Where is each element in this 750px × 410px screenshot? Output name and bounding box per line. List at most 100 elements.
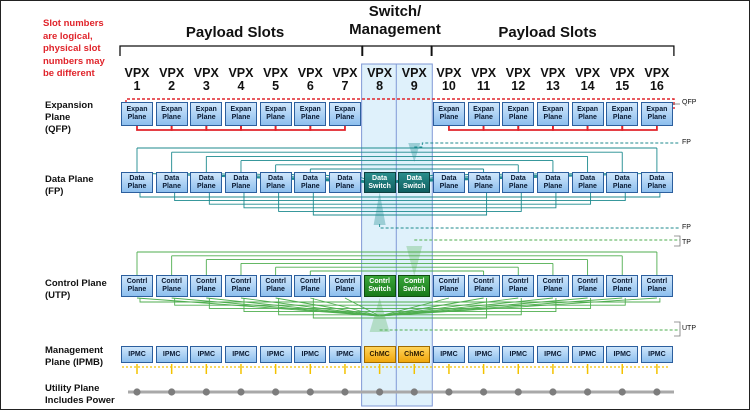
ipmc-module: IPMC xyxy=(259,346,292,363)
title-line: Switch/ xyxy=(368,3,422,20)
qfp-link xyxy=(274,126,312,131)
qfp-link xyxy=(205,126,242,131)
power-dot xyxy=(202,388,210,396)
power-dot xyxy=(376,388,384,396)
power-dot xyxy=(480,388,488,396)
power-dot xyxy=(168,388,176,396)
fp-top-side-label: FP xyxy=(682,139,691,146)
fp-fan-wedge xyxy=(408,143,421,162)
note-line: are logical, xyxy=(43,30,93,42)
ipmc-module: IPMC xyxy=(328,346,361,363)
label-line: (FP) xyxy=(45,186,64,197)
utp-fan-wedge xyxy=(406,246,423,276)
qfp-link xyxy=(136,126,173,131)
utp-fan-link xyxy=(171,297,380,317)
label-line: (UTP) xyxy=(45,290,71,301)
utp-fan-link xyxy=(240,297,380,317)
power-dot xyxy=(410,388,418,396)
utp-fan-link xyxy=(379,297,450,317)
switch-management-title: Switch/ Management xyxy=(340,3,450,39)
ipmc-module: IPMC xyxy=(121,346,153,363)
power-dot xyxy=(272,388,280,396)
utp-side-label: UTP xyxy=(682,325,696,332)
tp-side-label: TP xyxy=(682,239,691,246)
ipmc-module: IPMC xyxy=(432,346,465,363)
fp-fan-link xyxy=(275,172,380,184)
utp-bus-lower xyxy=(174,298,626,306)
chmc-module: ChMC xyxy=(398,346,431,363)
fp-bus-lower xyxy=(139,193,661,198)
utp-fan-wedge xyxy=(369,298,390,332)
ipmc-module: IPMC xyxy=(640,346,673,363)
qfp-link xyxy=(552,126,589,131)
utility-plane-label: Utility Plane Includes Power xyxy=(45,383,115,407)
ipmc-module: IPMC xyxy=(606,346,639,363)
label-line: Plane (IPMB) xyxy=(45,357,104,368)
fp-top-output xyxy=(414,142,680,148)
ipmc-module: IPMC xyxy=(467,346,500,363)
data-plane-label: Data Plane (FP) xyxy=(45,174,94,198)
ipmc-module: IPMC xyxy=(536,346,569,363)
qfp-side-label: QFP xyxy=(682,99,697,106)
label-line: Control Plane xyxy=(45,278,107,289)
qfp-link xyxy=(170,126,208,131)
switch-bracket xyxy=(361,45,432,56)
power-dot xyxy=(514,388,522,396)
power-dot xyxy=(133,388,141,396)
control-plane-label: Control Plane (UTP) xyxy=(45,278,107,302)
label-line: Expansion xyxy=(45,100,94,111)
ipmc-module: IPMC xyxy=(224,346,257,363)
utp-fan-link xyxy=(275,297,380,317)
note-line: physical slot xyxy=(43,43,101,54)
utp-bracket xyxy=(674,321,681,337)
qfp-link xyxy=(621,126,658,131)
ipmc-module: IPMC xyxy=(294,346,327,363)
power-dot xyxy=(583,388,592,396)
qfp-link xyxy=(448,126,485,131)
note-line: be different xyxy=(43,68,95,79)
fp-bottom-output xyxy=(379,224,680,229)
